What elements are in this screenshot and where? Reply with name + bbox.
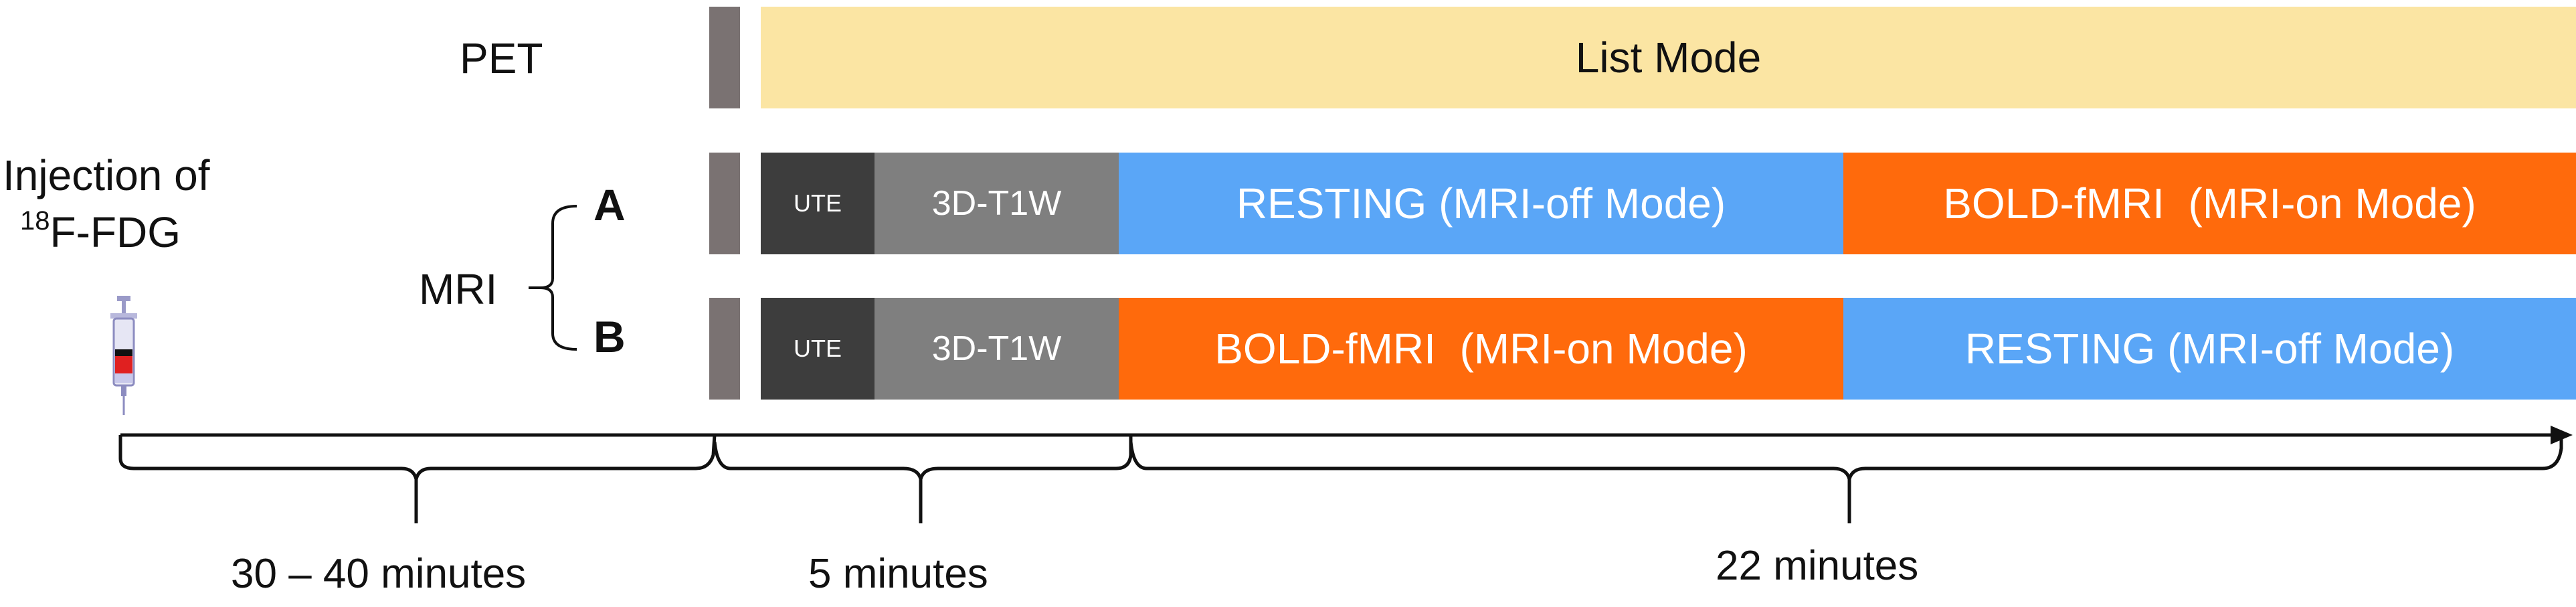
seq-a-ute: UTE: [761, 153, 875, 254]
syringe-icon: [107, 296, 141, 416]
seq-a-bold-fmri: BOLD-fMRI (MRI-on Mode): [1843, 153, 2576, 254]
seq-b-ute-label: UTE: [794, 335, 842, 362]
duration-5-minutes: 5 minutes: [808, 551, 988, 597]
mri-row-label: MRI: [419, 265, 498, 313]
pet-list-mode-bar: List Mode: [761, 7, 2576, 108]
seq-b-3d-t1w: 3D-T1W: [875, 298, 1119, 400]
seq-b-3d-t1w-label: 3D-T1W: [931, 329, 1062, 368]
seq-a-resting: RESTING (MRI-off Mode): [1119, 153, 1843, 254]
mri-b-start-marker: [709, 298, 740, 400]
seq-b-bold-fmri: BOLD-fMRI (MRI-on Mode): [1119, 298, 1843, 400]
pet-start-marker: [709, 7, 740, 108]
isotope-superscript: 18: [20, 206, 50, 236]
seq-a-3d-t1w: 3D-T1W: [875, 153, 1119, 254]
seq-b-resting-label: RESTING (MRI-off Mode): [1964, 325, 2455, 373]
pet-list-mode-label: List Mode: [1575, 33, 1762, 82]
seq-a-ute-label: UTE: [794, 189, 842, 217]
pet-row-label: PET: [460, 34, 543, 82]
duration-22-minutes: 22 minutes: [1716, 543, 1919, 589]
mri-a-start-marker: [709, 153, 740, 254]
seq-a-3d-t1w-label: 3D-T1W: [931, 184, 1062, 223]
injection-isotope: 18F-FDG: [20, 206, 181, 257]
seq-a-bold-fmri-label: BOLD-fMRI (MRI-on Mode): [1943, 179, 2476, 228]
brace-22-minutes: [1129, 435, 2563, 480]
injection-label: Injection of: [3, 151, 210, 199]
timeline-arrowhead: [2551, 426, 2573, 444]
duration-30-40-minutes: 30 – 40 minutes: [231, 551, 527, 597]
seq-b-bold-fmri-label: BOLD-fMRI (MRI-on Mode): [1214, 325, 1748, 373]
isotope-name: F-FDG: [50, 208, 181, 256]
protocol-b-label: B: [593, 312, 626, 361]
seq-b-ute: UTE: [761, 298, 875, 400]
seq-a-resting-label: RESTING (MRI-off Mode): [1236, 179, 1726, 228]
mri-bracket-line: [540, 205, 577, 351]
brace-5-minutes: [713, 435, 1133, 480]
brace-30-40-minutes: [118, 434, 717, 480]
protocol-a-label: A: [593, 180, 626, 230]
seq-b-resting: RESTING (MRI-off Mode): [1843, 298, 2576, 400]
